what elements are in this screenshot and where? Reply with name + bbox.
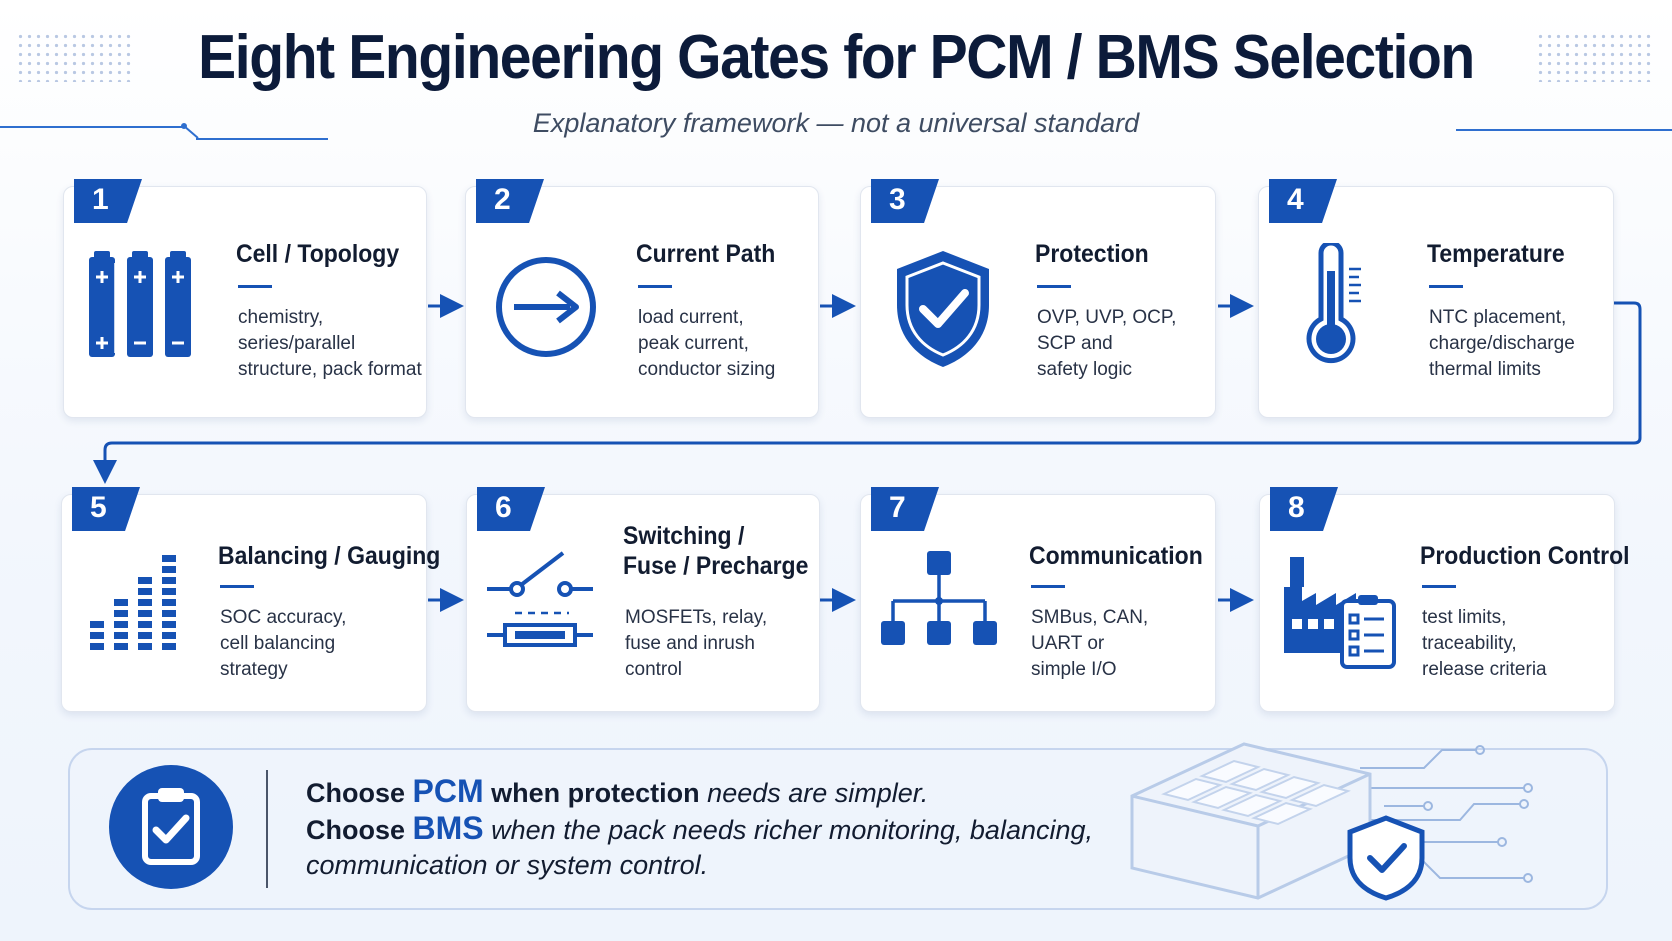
summary-keyword-pcm: PCM — [412, 773, 484, 809]
title-underline — [220, 585, 254, 588]
summary-keyword-bms: BMS — [412, 810, 484, 846]
gate-title: Balancing / Gauging — [218, 542, 441, 570]
decor-line-left — [0, 126, 186, 128]
battery-pack-shield-icon — [1130, 742, 1533, 901]
gate-title: Communication — [1029, 542, 1203, 570]
selection-summary-panel: Choose PCM when protection needs are sim… — [68, 742, 1608, 910]
shield-check-icon — [897, 251, 989, 367]
gate-title: Current Path — [636, 240, 776, 268]
gate-description: load current, peak current, conductor si… — [638, 307, 776, 380]
decor-dots-right — [1536, 32, 1654, 82]
gate-card-communication: 7 Communication SMBus, CAN, UART or simp… — [860, 487, 1216, 712]
decor-line-right — [1456, 129, 1672, 131]
gate-number-badge: 4 — [1269, 179, 1337, 223]
gate-description: chemistry, series/parallel structure, pa… — [238, 307, 422, 380]
gate-title: Cell / Topology — [236, 240, 400, 268]
gate-number-badge: 2 — [476, 179, 544, 223]
gate-description: SOC accuracy, cell balancing strategy — [220, 607, 347, 680]
title-underline — [1037, 285, 1071, 288]
bar-levels-icon — [90, 555, 176, 650]
decor-line-left-2 — [196, 138, 328, 140]
gate-card-temperature: 4 Temperature NTC placement, charge/disc… — [1258, 179, 1614, 418]
summary-choose-2: Choose — [306, 815, 406, 845]
page-title: Eight Engineering Gates for PCM / BMS Se… — [198, 23, 1475, 92]
gate-number-badge: 1 — [74, 179, 142, 223]
network-tree-icon — [881, 551, 997, 645]
gate-card-production-control: 8 Production Control test limits, tracea… — [1259, 487, 1630, 712]
decor-dots-left — [16, 32, 134, 82]
factory-checklist-icon — [1284, 557, 1396, 669]
gate-card-current-path: 2 Current Path load current, peak curren… — [465, 179, 819, 418]
gate-title: Production Control — [1420, 542, 1630, 570]
title-underline — [1429, 285, 1463, 288]
arrow-circle-icon — [496, 257, 596, 357]
clipboard-check-icon — [109, 765, 233, 889]
panel-divider — [266, 770, 268, 888]
summary-text: Choose PCM when protection needs are sim… — [306, 774, 1093, 883]
summary-choose-1: Choose — [306, 778, 406, 808]
gate-card-cell-topology: 1 Cell / Topology chemistry, series/para… — [63, 179, 427, 418]
title-underline — [1422, 585, 1456, 588]
summary-bms-rest: when the pack needs richer monitoring, b… — [491, 815, 1094, 845]
gate-number-badge: 3 — [871, 179, 939, 223]
summary-line-bms: Choose BMS when the pack needs richer mo… — [306, 811, 1093, 848]
title-underline — [638, 285, 672, 288]
gate-description: MOSFETs, relay, fuse and inrush control — [625, 607, 768, 680]
gate-description: NTC placement, charge/discharge thermal … — [1429, 307, 1575, 380]
gate-number-badge: 8 — [1270, 487, 1338, 531]
gate-number-badge: 5 — [72, 487, 140, 531]
title-underline — [1031, 585, 1065, 588]
thermometer-icon — [1306, 243, 1361, 364]
summary-line-3: communication or system control. — [306, 850, 709, 880]
title-underline — [238, 285, 272, 288]
gate-card-balancing-gauging: 5 Balancing / Gauging SOC accuracy, cell… — [61, 487, 440, 712]
battery-cells-icon — [89, 251, 191, 357]
gate-card-protection: 3 Protection OVP, UVP, OCP, SCP and safe… — [860, 179, 1216, 418]
gate-card-switching-fuse-precharge: 6 Switching / Fuse / Precharge MOSFETs, … — [466, 487, 820, 712]
switch-fuse-icon — [487, 551, 593, 647]
gate-number-badge: 7 — [871, 487, 939, 531]
gate-description: test limits, traceability, release crite… — [1422, 607, 1547, 680]
summary-pcm-rest: needs are simpler. — [707, 778, 929, 808]
summary-pcm-bold: when protection — [491, 778, 700, 808]
page-subtitle: Explanatory framework — not a universal … — [532, 108, 1140, 138]
gate-description: OVP, UVP, OCP, SCP and safety logic — [1037, 307, 1177, 380]
arrow-4-5 — [93, 301, 1642, 484]
gate-title: Switching / Fuse / Precharge — [623, 522, 809, 580]
decor-line-bend — [181, 123, 199, 139]
gate-number-badge: 6 — [477, 487, 545, 531]
summary-line-pcm: Choose PCM when protection needs are sim… — [306, 774, 1093, 811]
gate-title: Protection — [1035, 240, 1149, 268]
gate-description: SMBus, CAN, UART or simple I/O — [1031, 607, 1149, 680]
gate-title: Temperature — [1427, 240, 1565, 268]
